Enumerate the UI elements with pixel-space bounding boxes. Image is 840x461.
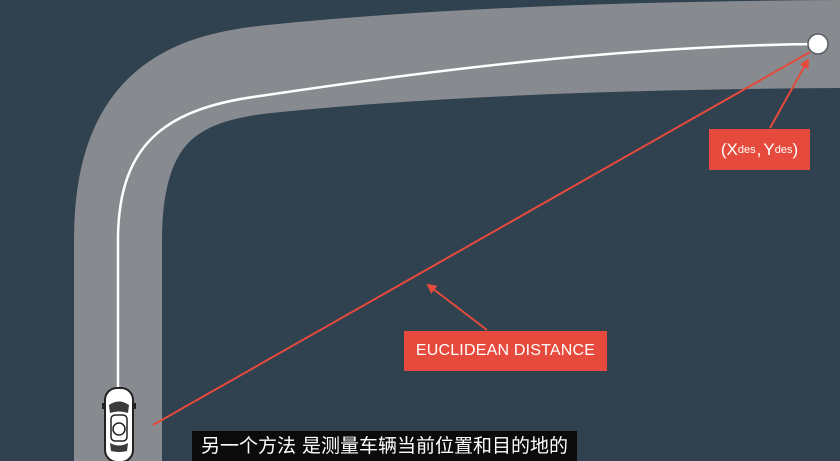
euclidean-distance-line (152, 51, 811, 426)
subtitle-caption: 另一个方法 是测量车辆当前位置和目的地的 (192, 431, 578, 461)
destination-marker-icon (807, 33, 829, 55)
euclidean-distance-label: EUCLIDEAN DISTANCE (404, 331, 607, 371)
road (74, 0, 840, 461)
car-icon (102, 387, 136, 461)
destination-pointer-arrow (769, 58, 809, 129)
vehicle-path (116, 42, 819, 400)
distance-pointer-arrow (426, 283, 488, 331)
